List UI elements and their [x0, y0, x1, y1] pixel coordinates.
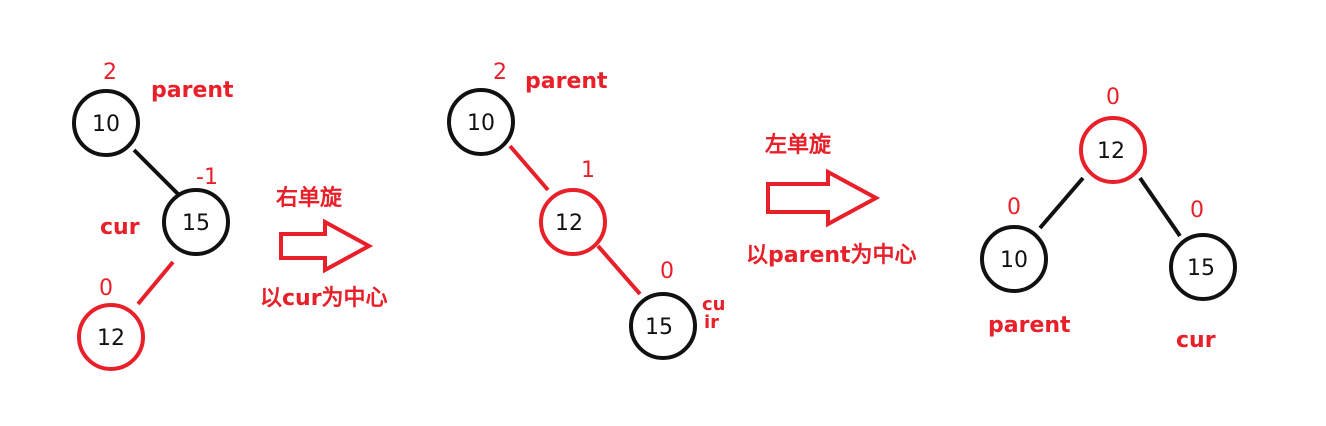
stage1-edge-15-12: [136, 260, 175, 306]
stage2-parent-label: parent: [525, 69, 608, 94]
step2-caption: 以parent为中心: [746, 243, 917, 268]
stage3-edge-12-10: [1038, 176, 1085, 230]
stage3-node-15: [1169, 233, 1237, 301]
stage1-bf-15: -1: [196, 165, 218, 190]
stage2-node-15-value: 15: [645, 315, 673, 340]
stage3-bf-10: 0: [1007, 195, 1021, 220]
stage3-edge-12-15: [1138, 176, 1182, 238]
stage-2-tree: 10 12 15 2 1 0 parent cu ir: [447, 60, 725, 360]
stage2-bf-12: 1: [581, 158, 595, 183]
stage2-node-12: [539, 188, 607, 256]
stage1-node-12: [77, 303, 145, 371]
stage1-node-15: [162, 188, 230, 256]
stage1-node-12-value: 12: [97, 326, 125, 351]
stage3-bf-15: 0: [1190, 198, 1204, 223]
stage-1-tree: 10 15 12 2 -1 0 parent cur: [72, 60, 234, 371]
stage2-node-10: [447, 88, 515, 156]
stage3-cur-label: cur: [1176, 328, 1216, 353]
stage3-node-10: [980, 225, 1048, 293]
stage2-edge-10-12: [508, 144, 550, 192]
stage3-node-15-value: 15: [1187, 256, 1215, 281]
stage-3-tree: 12 10 15 0 0 0 parent cur: [980, 85, 1237, 353]
stage2-edge-12-15: [596, 244, 642, 296]
stage3-parent-label: parent: [988, 313, 1071, 338]
stage1-bf-12: 0: [99, 276, 113, 301]
stage2-cur-label-top: cu: [702, 294, 725, 315]
stage3-node-10-value: 10: [1000, 248, 1028, 273]
stage2-node-12-value: 12: [555, 211, 583, 236]
step-2-annotation: 左单旋 以parent为中心: [746, 132, 917, 268]
stage2-node-10-value: 10: [467, 111, 495, 136]
stage1-edge-10-15: [132, 148, 180, 196]
stage2-bf-10: 2: [493, 60, 507, 85]
step1-arrow-icon: [279, 218, 374, 274]
step1-title: 右单旋: [276, 185, 343, 211]
step2-arrow-icon: [766, 168, 881, 228]
stage3-node-12-value: 12: [1097, 139, 1125, 164]
step2-title: 左单旋: [765, 132, 832, 158]
step1-caption: 以cur为中心: [260, 286, 388, 311]
stage1-node-15-value: 15: [182, 211, 210, 236]
stage1-bf-10: 2: [103, 60, 117, 85]
stage2-bf-15: 0: [660, 259, 674, 284]
stage2-node-15: [629, 292, 697, 360]
step-1-annotation: 右单旋 以cur为中心: [260, 185, 388, 311]
stage1-cur-label: cur: [100, 215, 140, 240]
stage2-cur-label-bottom: ir: [704, 312, 719, 333]
stage1-node-10-value: 10: [92, 112, 120, 137]
stage3-node-12: [1079, 116, 1147, 184]
stage1-parent-label: parent: [151, 78, 234, 103]
stage3-bf-12: 0: [1106, 85, 1120, 110]
stage1-node-10: [72, 89, 140, 157]
